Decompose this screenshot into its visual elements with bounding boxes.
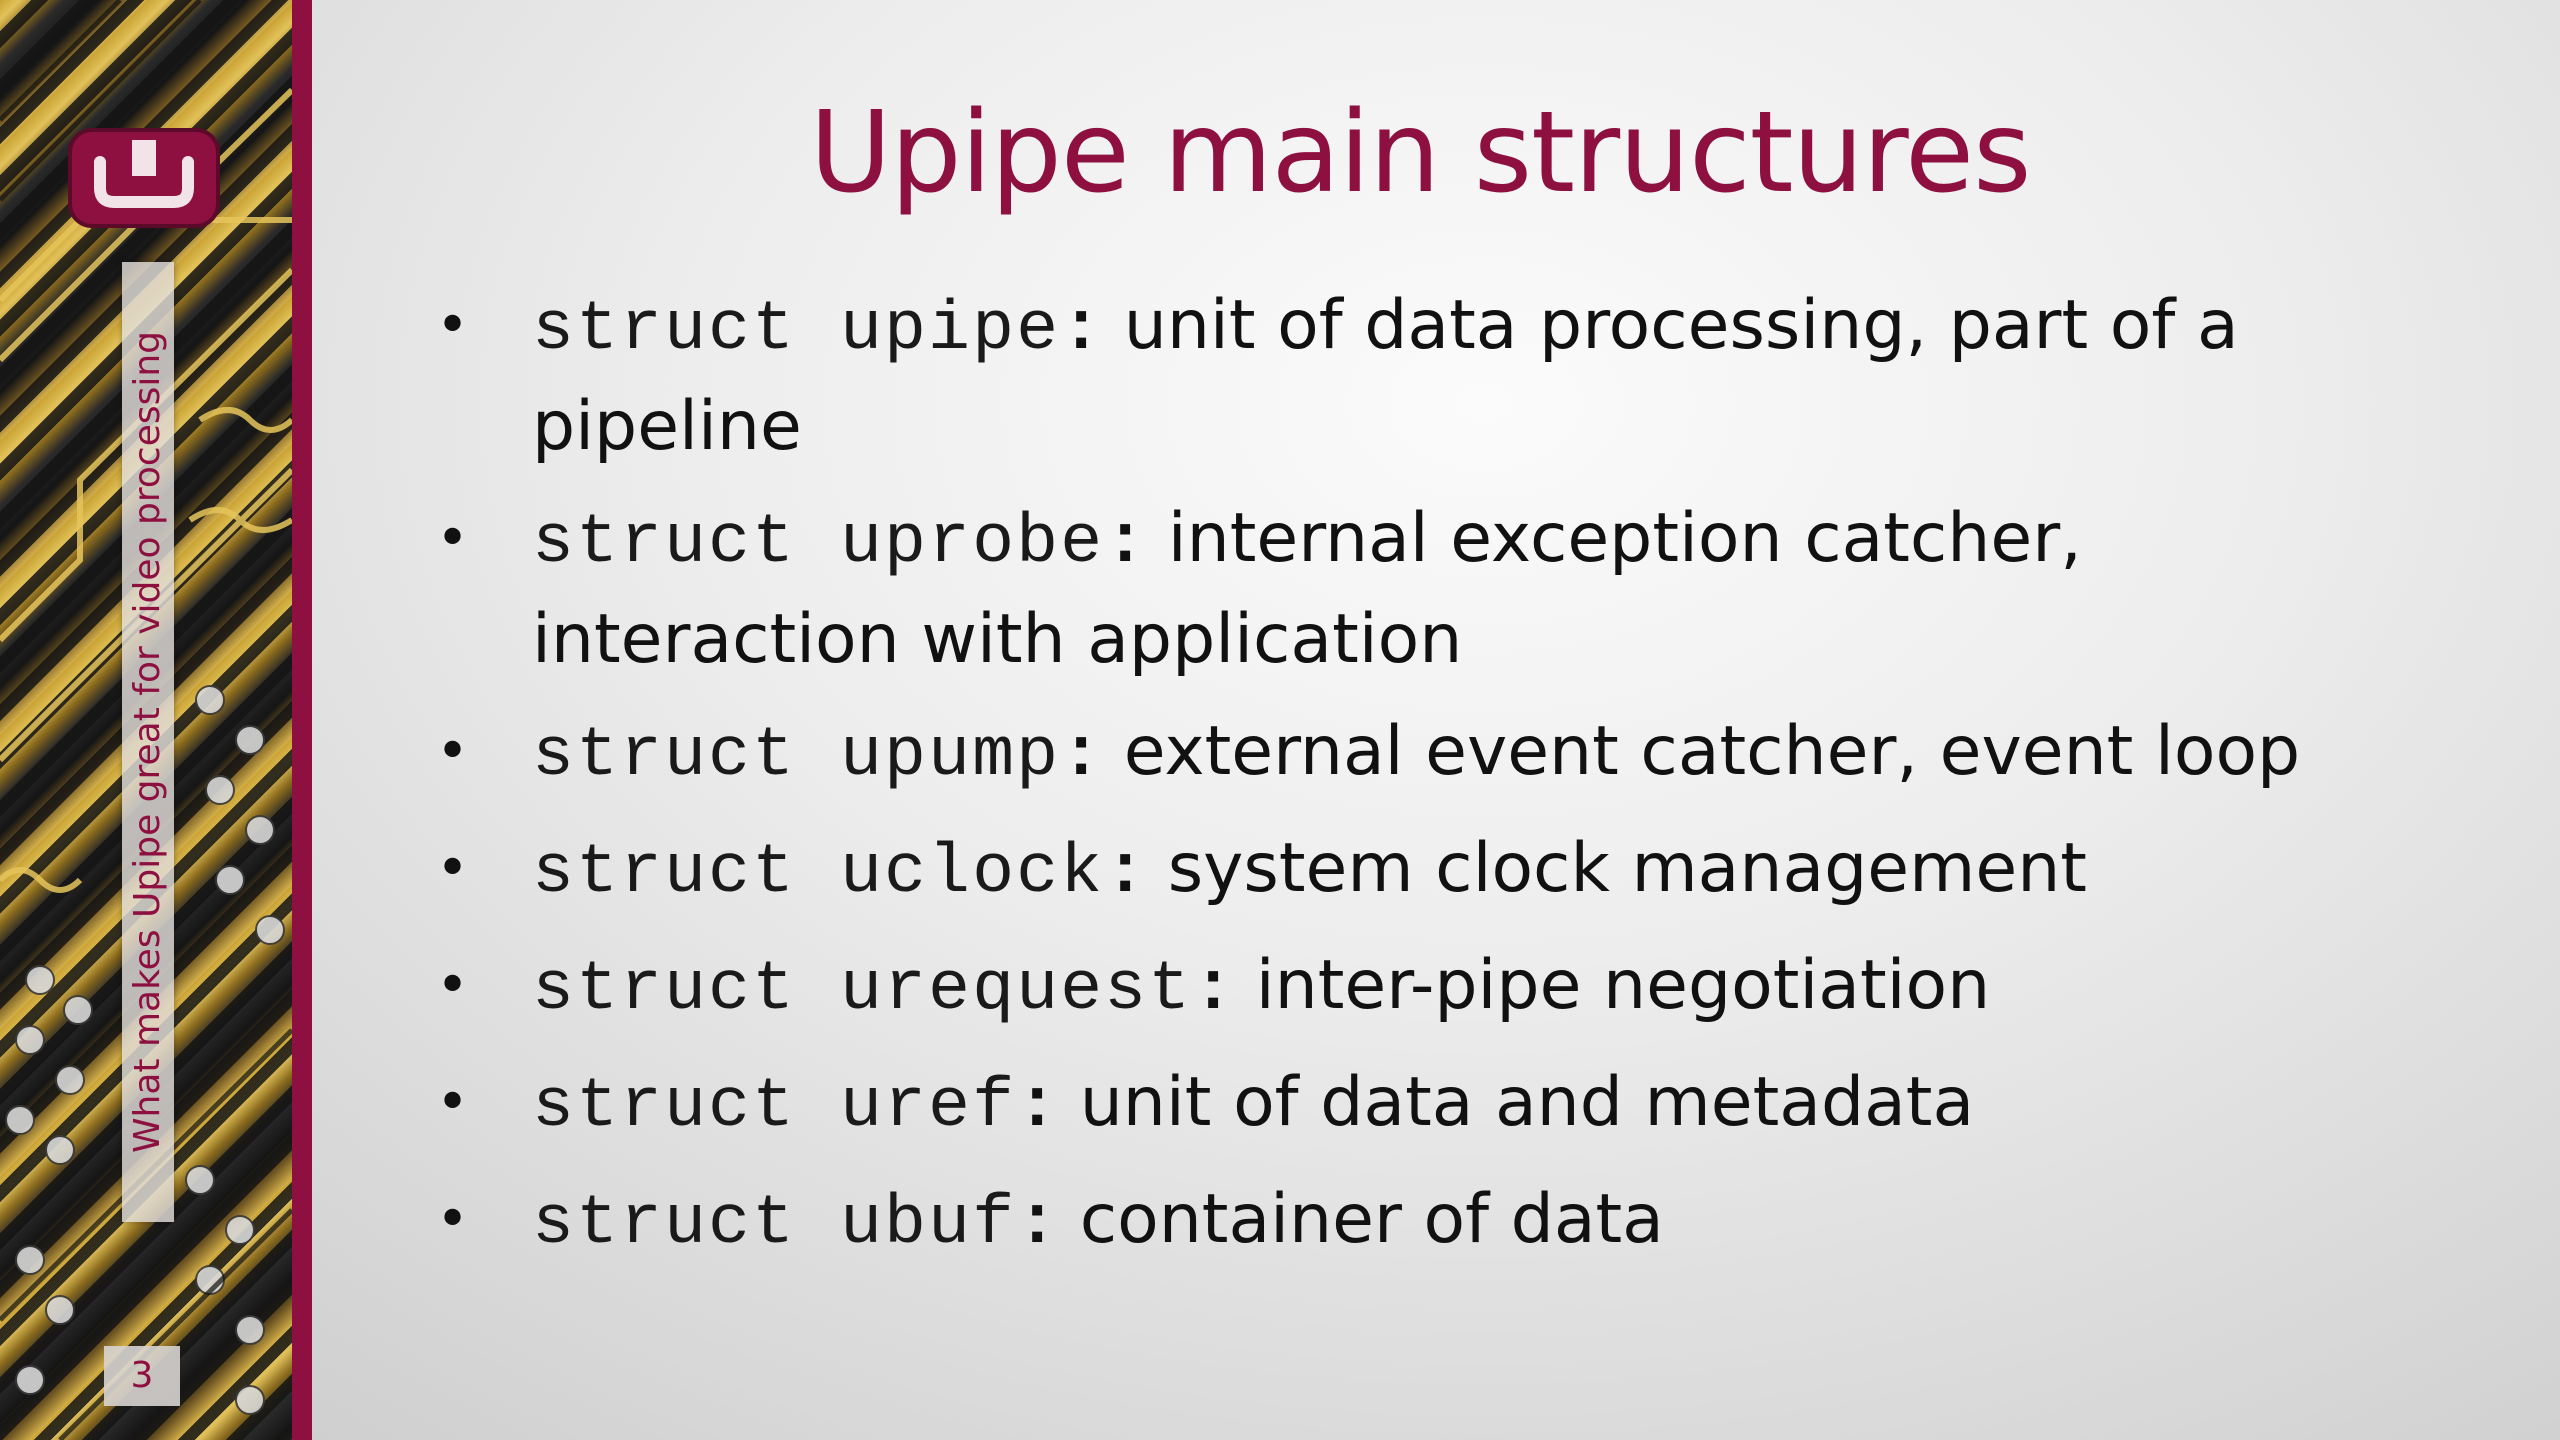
bullet-separator: : (1060, 717, 1103, 796)
bullet-text: system clock management (1146, 829, 2087, 908)
sidebar-accent-bar (292, 0, 312, 1440)
vertical-subtitle-strip (122, 262, 174, 1222)
page-number-box: 3 (104, 1346, 180, 1406)
bullet-code: struct urequest (532, 951, 1193, 1030)
bullet-text: inter-pipe negotiation (1234, 946, 1991, 1025)
bullet-text: unit of data processing, part of a pipel… (532, 286, 2239, 466)
upipe-logo-icon (66, 126, 222, 230)
bullet-item-upump: • struct upump: external event catcher, e… (432, 704, 2432, 805)
bullet-list: • struct upipe: unit of data processing, … (432, 278, 2432, 1289)
bullet-code: struct ubuf (532, 1185, 1017, 1264)
bullet-dot-icon: • (436, 293, 470, 358)
bullet-code: struct upump (532, 717, 1061, 796)
bullet-code: struct uref (532, 1068, 1017, 1147)
circuit-pattern-icon (0, 0, 292, 1440)
bullet-dot-icon: • (436, 1187, 470, 1252)
vertical-subtitle: What makes Upipe great for video process… (127, 330, 168, 1154)
page-number: 3 (130, 1355, 154, 1396)
bullet-text: unit of data and metadata (1058, 1063, 1975, 1142)
bullet-dot-icon: • (436, 1070, 470, 1135)
bullet-item-uref: • struct uref: unit of data and metadata (432, 1055, 2432, 1156)
bullet-separator: : (1104, 504, 1147, 583)
bullet-dot-icon: • (436, 719, 470, 784)
bullet-separator: : (1060, 291, 1103, 370)
bullet-separator: : (1104, 834, 1147, 913)
bullet-text: internal exception catcher, interaction … (532, 499, 2082, 679)
bullet-item-urequest: • struct urequest: inter-pipe negotiation (432, 938, 2432, 1039)
bullet-item-uprobe: • struct uprobe: internal exception catch… (432, 491, 2432, 688)
bullet-code: struct upipe (532, 291, 1061, 370)
bullet-item-ubuf: • struct ubuf: container of data (432, 1172, 2432, 1273)
bullet-text: container of data (1058, 1180, 1664, 1259)
bullet-item-upipe: • struct upipe: unit of data processing, … (432, 278, 2432, 475)
bullet-code: struct uprobe (532, 504, 1105, 583)
bullet-separator: : (1192, 951, 1235, 1030)
bullet-dot-icon: • (436, 836, 470, 901)
bullet-code: struct uclock (532, 834, 1105, 913)
slide-title: Upipe main structures (809, 88, 2032, 218)
bullet-separator: : (1016, 1185, 1059, 1264)
bullet-separator: : (1016, 1068, 1059, 1147)
bullet-dot-icon: • (436, 953, 470, 1018)
bullet-item-uclock: • struct uclock: system clock management (432, 821, 2432, 922)
bullet-text: external event catcher, event loop (1102, 712, 2301, 791)
bullet-dot-icon: • (436, 506, 470, 571)
